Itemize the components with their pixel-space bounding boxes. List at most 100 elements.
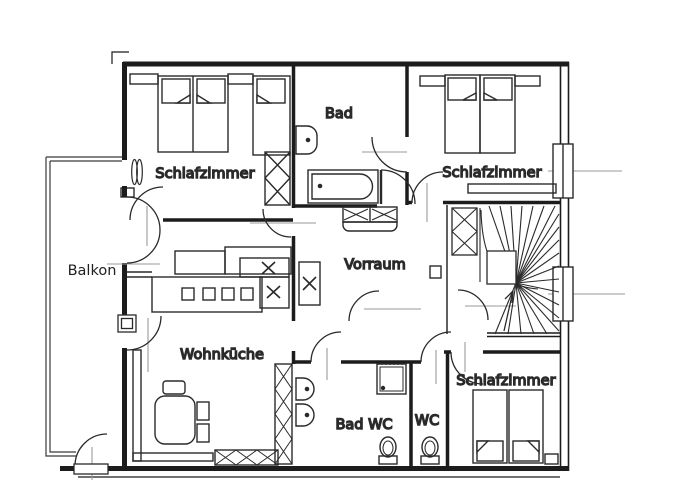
door-arc-bedroom1 [129, 186, 164, 221]
room-label-bedroom-top-right: Schlafzimmer [442, 165, 541, 181]
bathroom-wc: Bad WC [295, 363, 407, 465]
chair [162, 380, 186, 395]
pillow-fold [256, 93, 273, 104]
corner-bench-vertical [132, 349, 142, 462]
spiral-staircase [451, 205, 560, 335]
toilet-bowl-inner [424, 440, 436, 456]
windows-right [552, 143, 574, 322]
door-arc-hall-mid [348, 290, 380, 322]
kitchen-living: Wohnküche [127, 246, 293, 466]
room-label-hallway: Vorraum [344, 257, 406, 273]
bedroom-bottom-right: Schlafzimmer [456, 372, 559, 465]
headboard-shelf [514, 75, 541, 87]
thresholds [73, 314, 137, 475]
hallway: Vorraum [298, 206, 442, 306]
tall-cabinet [274, 363, 293, 465]
headboard-shelf [227, 73, 254, 85]
basin-tap [305, 137, 311, 143]
pillow [447, 77, 477, 101]
door-arc-bedroom2 [411, 171, 444, 204]
pillow [483, 77, 513, 101]
double-bed-left [444, 74, 481, 154]
balcony-sill-inner [120, 317, 134, 330]
stair-landing [486, 250, 517, 285]
stair-treads [488, 205, 560, 335]
door-arc-entry [74, 433, 108, 467]
stair-arrow [503, 290, 514, 332]
hall-wardrobe-hatch [343, 208, 397, 221]
low-unit-hatch [214, 449, 279, 466]
headboard-shelf [419, 75, 446, 87]
chair [196, 401, 210, 421]
door-arc-balcony-upper-b [126, 229, 161, 264]
wardrobe-hatch [264, 151, 291, 206]
burner [202, 287, 216, 301]
dining-table [154, 395, 196, 445]
basin-tap [304, 386, 310, 392]
room-label-kitchen: Wohnküche [180, 347, 264, 363]
bathtub-inner [311, 173, 374, 200]
room-label-bathroom: Bad [325, 106, 353, 122]
pillow-fold [462, 91, 477, 101]
outer-walls [60, 51, 570, 478]
room-label-bathroom-wc: Bad WC [335, 417, 392, 433]
room-label-bedroom-bottom-right: Schlafzimmer [456, 373, 555, 389]
single-bed [252, 75, 291, 156]
toilet-bowl [421, 436, 439, 458]
sideboard [467, 183, 557, 194]
chair [196, 423, 210, 443]
pillow-fold [196, 93, 213, 104]
double-bed-right [508, 389, 544, 464]
door-arc-wc [420, 331, 452, 363]
entry-sill [73, 463, 109, 475]
kitchen-low-unit [214, 449, 279, 466]
double-bed-left [472, 389, 508, 464]
door-arc-badwc [310, 331, 342, 363]
kitchen-counter-a [174, 250, 226, 275]
door-arc-stairs [457, 289, 489, 321]
double-bed-right [479, 74, 516, 154]
corner-notch [111, 51, 129, 64]
toilet-bowl-inner [382, 440, 394, 456]
room-label-balcony: Balkon [68, 263, 117, 279]
washbasin [295, 377, 315, 401]
doors-windows [73, 136, 625, 480]
pillow-fold [476, 440, 490, 454]
pillow-fold [526, 440, 540, 454]
bathroom: Bad [295, 105, 379, 204]
balcony-railing-inner [49, 161, 76, 453]
washbasin [295, 403, 315, 427]
toilet-tank [420, 455, 440, 465]
burner [221, 287, 235, 301]
pillow-fold [483, 91, 498, 101]
door-arc-bath-hall [380, 169, 416, 205]
corner-bench-horizontal [132, 452, 214, 462]
balcony-railing-outer [45, 157, 76, 457]
hall-cabinet-x [302, 276, 317, 291]
burner [240, 287, 254, 301]
door-arc-bath-bedroom2 [371, 136, 408, 173]
bathtub [307, 169, 379, 204]
hall-wardrobe-tray [342, 221, 398, 232]
room-label-wc: WC [415, 413, 439, 429]
wardrobe [264, 151, 291, 206]
burner [181, 287, 195, 301]
shower [376, 363, 407, 395]
wc: WC [414, 412, 440, 465]
tall-cabinet-hatch [274, 363, 293, 465]
stove-counter [151, 276, 263, 313]
kitchen-cabinet-b [259, 276, 290, 309]
door-arc-bedroom3 [450, 351, 484, 385]
balcony [45, 156, 122, 457]
basin-tap [304, 412, 310, 418]
room-label-bedroom-top-left: Schlafzimmer [155, 166, 254, 182]
interior-walls [163, 64, 560, 466]
window-left-lens [131, 158, 143, 186]
headboard-shelf [129, 73, 159, 85]
shower-drain [380, 385, 386, 391]
cabinet-x [266, 285, 281, 299]
washbasin [295, 125, 318, 155]
stair-shaft [451, 207, 478, 256]
stair-shaft-hatch [451, 207, 478, 256]
